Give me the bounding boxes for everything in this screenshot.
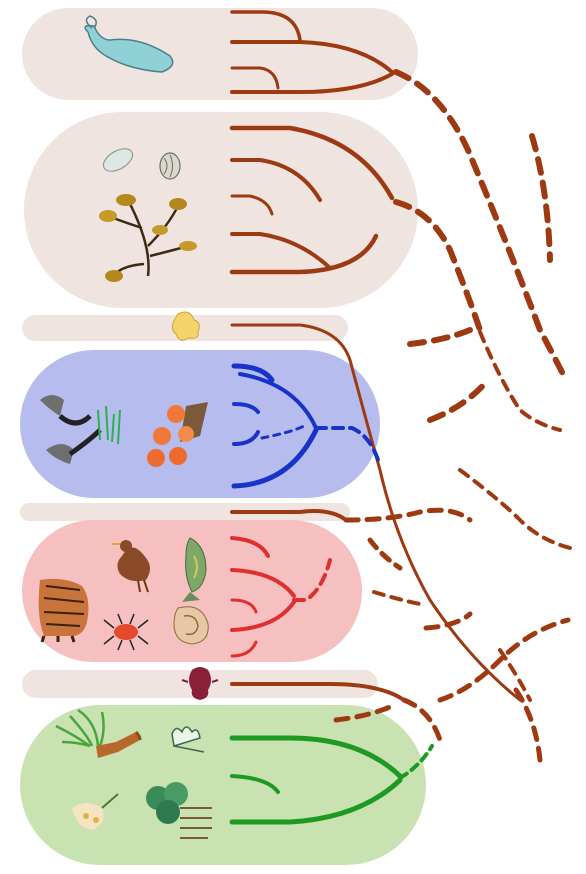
shell-icon	[160, 153, 180, 179]
group-2-panel	[24, 112, 418, 308]
tiger-icon	[39, 579, 89, 642]
